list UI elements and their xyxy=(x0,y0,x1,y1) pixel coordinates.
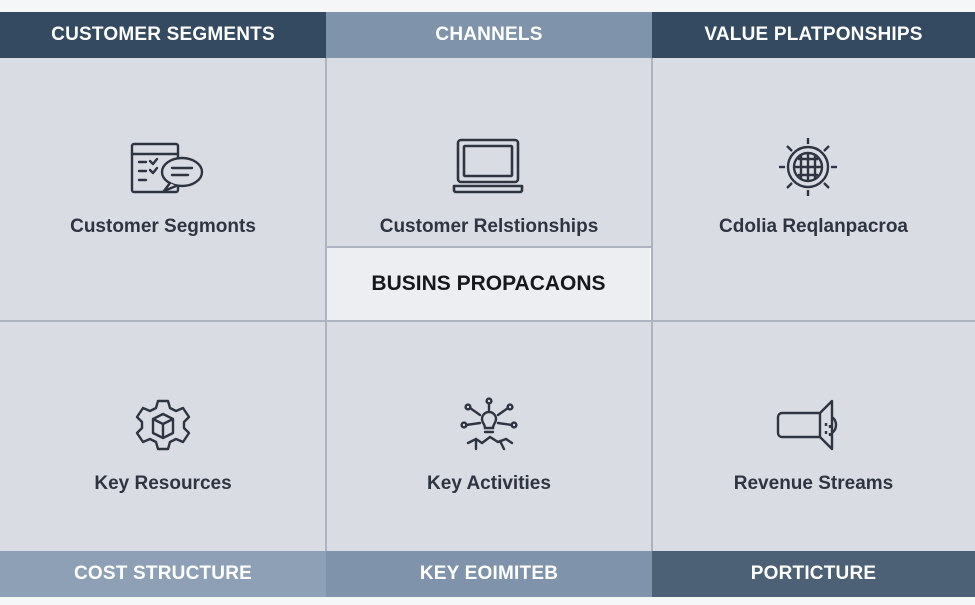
cell-revenue-streams: Revenue Streams xyxy=(652,321,975,551)
cell-label: Key Activities xyxy=(427,473,551,494)
business-propositions-box: BUSINS PROPACAONS xyxy=(327,247,650,321)
globe-gear-icon xyxy=(775,134,841,200)
form-chat-icon xyxy=(128,138,206,198)
grid-divider xyxy=(326,320,652,322)
cell-label: Revenue Streams xyxy=(733,473,894,494)
cell-key-activities: Key Activities xyxy=(326,321,652,551)
grid-divider xyxy=(325,58,327,551)
footer-porticture: PORTICTURE xyxy=(652,551,975,597)
grid-divider xyxy=(326,246,652,248)
footer-key-eoimiteb: KEY EOIMITEB xyxy=(326,551,652,597)
cell-key-resources: Key Resources xyxy=(0,321,326,551)
cell-label: Customer Segmonts xyxy=(70,216,256,237)
gear-box-icon xyxy=(131,395,195,459)
laptop-icon xyxy=(452,136,524,196)
cell-customer-segments: Customer Segmonts xyxy=(0,58,326,321)
megaphone-icon xyxy=(776,395,848,455)
top-margin xyxy=(0,0,975,12)
bottom-margin xyxy=(0,597,975,605)
header-channels: CHANNELS xyxy=(326,12,652,58)
grid-divider xyxy=(651,58,653,551)
footer-cost-structure: COST STRUCTURE xyxy=(0,551,326,597)
header-value-platponships: VALUE PLATPONSHIPS xyxy=(652,12,975,58)
network-bulb-icon xyxy=(456,393,522,457)
cell-label: Cdolia Reqlanpacroa xyxy=(719,216,908,237)
grid-divider xyxy=(0,320,326,322)
cell-value-propositions: Cdolia Reqlanpacroa xyxy=(652,58,975,321)
cell-customer-relationships: Customer Relstionships xyxy=(326,58,652,247)
cell-label: Key Resources xyxy=(94,473,232,494)
cell-label: Customer Relstionships xyxy=(379,216,599,237)
grid-divider xyxy=(652,320,975,322)
header-customer-segments: CUSTOMER SEGMENTS xyxy=(0,12,326,58)
